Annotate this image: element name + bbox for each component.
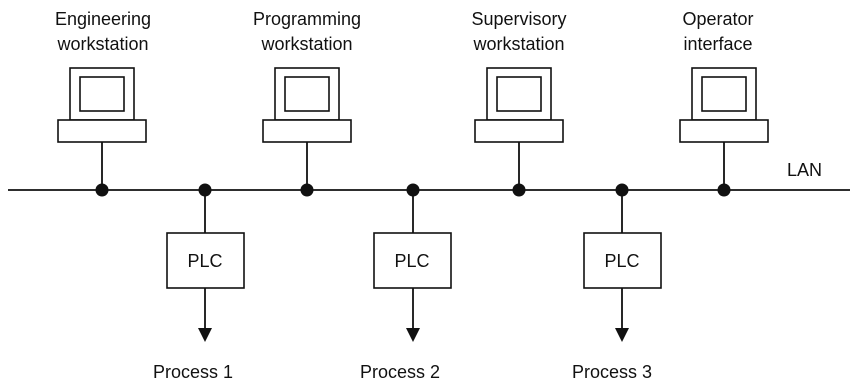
process-label: Process 3 (572, 362, 652, 382)
plc-label: PLC (187, 251, 222, 271)
plc-box (373, 232, 452, 289)
arrow-down-icon (615, 328, 629, 342)
workstation-label-line1: Operator (682, 9, 753, 29)
workstation-label-line2: workstation (260, 34, 352, 54)
computer-icon (262, 67, 352, 143)
process-label: Process 2 (360, 362, 440, 382)
junction-dot (198, 183, 212, 197)
computer-icon (679, 67, 769, 143)
workstation-label-line1: Engineering (55, 9, 151, 29)
junction-dot (406, 183, 420, 197)
lan-label: LAN (787, 160, 822, 180)
arrow-down-icon (406, 328, 420, 342)
workstation-programming: Programming workstation (253, 9, 361, 190)
workstation-operator: Operator interface (679, 9, 769, 190)
workstation-label-line1: Supervisory (471, 9, 566, 29)
workstation-label-line2: workstation (56, 34, 148, 54)
bus-junctions (95, 183, 731, 197)
plc-unit-3: PLC Process 3 (572, 190, 662, 382)
junction-dot (95, 183, 109, 197)
arrow-down-icon (198, 328, 212, 342)
workstation-label-line2: interface (683, 34, 752, 54)
plc-unit-1: PLC Process 1 (153, 190, 245, 382)
junction-dot (300, 183, 314, 197)
workstation-label-line1: Programming (253, 9, 361, 29)
workstation-engineering: Engineering workstation (55, 9, 151, 190)
junction-dot (512, 183, 526, 197)
workstation-supervisory: Supervisory workstation (471, 9, 567, 190)
plc-label: PLC (604, 251, 639, 271)
workstation-label-line2: workstation (472, 34, 564, 54)
process-label: Process 1 (153, 362, 233, 382)
plc-unit-2: PLC Process 2 (360, 190, 452, 382)
junction-dot (615, 183, 629, 197)
computer-icon (474, 67, 564, 143)
plc-box (166, 232, 245, 289)
computer-icon (57, 67, 147, 143)
plc-label: PLC (394, 251, 429, 271)
junction-dot (717, 183, 731, 197)
plc-box (583, 232, 662, 289)
